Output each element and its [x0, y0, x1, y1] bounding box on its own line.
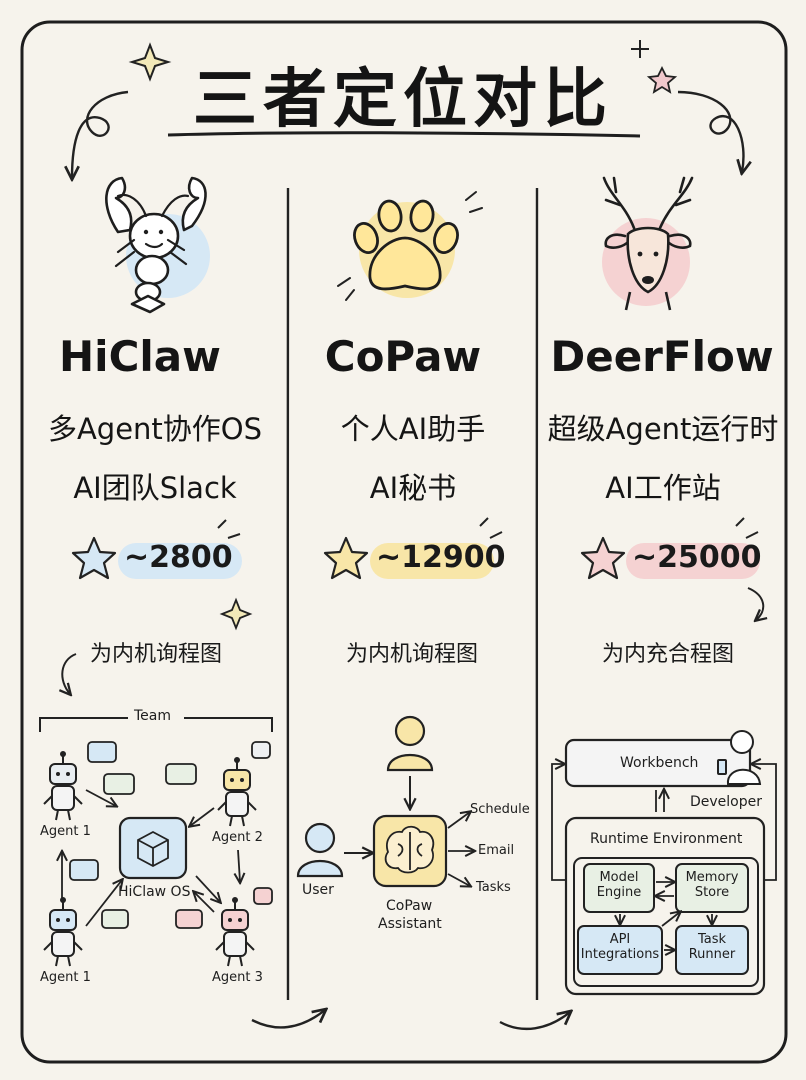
title-underline — [167, 131, 641, 138]
developer-label: Developer — [690, 794, 763, 810]
caption-arrow-hiclaw — [62, 653, 77, 694]
runtime-environment-box — [564, 816, 766, 996]
agent-label: Agent 1 — [40, 824, 91, 839]
user-label: User — [302, 882, 334, 898]
column-divider-1 — [286, 187, 290, 1001]
curly-arrow-left — [72, 90, 129, 178]
star-badge-copaw — [323, 517, 503, 580]
deerflow-diagram — [551, 730, 777, 996]
workbench-label: Workbench — [620, 755, 699, 771]
deerflow-analogy: AI工作站 — [605, 471, 721, 505]
lobster-icon — [105, 176, 210, 314]
paw-icon — [337, 191, 483, 301]
curly-arrow-right — [677, 90, 743, 172]
deerflow-caption: 为内充合程图 — [601, 642, 734, 667]
person-icon — [296, 822, 344, 878]
hiclaw-os-label: HiClaw OS — [118, 884, 191, 900]
robot-icon — [217, 757, 257, 827]
output-tasks: Tasks — [476, 880, 511, 895]
outer-frame — [20, 20, 788, 1064]
team-label: Team — [134, 708, 172, 724]
copaw-star-count: ~12900 — [376, 540, 506, 575]
hiclaw-caption: 为内机询程图 — [89, 642, 222, 667]
copaw-assistant-label-1: CoPaw — [386, 898, 433, 914]
column-name-deerflow: DeerFlow — [550, 332, 774, 381]
bottom-arrow-1 — [251, 1010, 325, 1029]
copaw-caption: 为内机询程图 — [345, 642, 478, 667]
page-title: 三者定位对比 — [193, 63, 613, 137]
copaw-role: 个人AI助手 — [340, 412, 486, 446]
deer-icon — [602, 176, 694, 311]
copaw-diagram — [296, 715, 474, 886]
hiclaw-star-count: ~2800 — [124, 540, 233, 575]
memory-store-box — [675, 863, 749, 913]
bottom-arrow-2 — [499, 1012, 570, 1030]
robot-icon — [43, 897, 83, 967]
copaw-assistant-label-2: Assistant — [378, 916, 442, 932]
agent-label: Agent 2 — [212, 830, 263, 845]
robot-icon — [215, 897, 255, 967]
deerflow-star-count: ~25000 — [632, 540, 762, 575]
hiclaw-diagram — [39, 717, 273, 967]
deerflow-role: 超级Agent运行时 — [547, 412, 779, 446]
robot-icon — [43, 751, 83, 821]
column-divider-2 — [535, 187, 539, 1001]
hiclaw-role: 多Agent协作OS — [47, 412, 263, 446]
column-name-copaw: CoPaw — [324, 332, 482, 381]
copaw-analogy: AI秘书 — [369, 471, 457, 505]
output-email: Email — [478, 843, 515, 858]
hiclaw-analogy: AI团队Slack — [73, 471, 237, 505]
caption-arrow-deerflow — [747, 587, 763, 620]
developer-person-icon — [717, 730, 762, 785]
sparkle-icon — [631, 40, 649, 58]
model-engine-box — [583, 863, 655, 913]
star-badge-hiclaw — [71, 519, 242, 580]
sparkle-icon — [128, 42, 172, 82]
agent-label: Agent 1 — [40, 970, 91, 985]
output-schedule: Schedule — [470, 802, 530, 817]
person-icon — [386, 715, 434, 772]
sparkle-icon — [219, 597, 253, 631]
runtime-label: Runtime Environment — [590, 831, 743, 847]
star-deco-icon — [646, 65, 678, 94]
column-name-hiclaw: HiClaw — [59, 332, 221, 381]
chat-bubble-icon — [69, 741, 273, 929]
brain-icon — [384, 825, 435, 874]
star-badge-deerflow — [580, 517, 760, 580]
agent-label: Agent 3 — [212, 970, 263, 985]
